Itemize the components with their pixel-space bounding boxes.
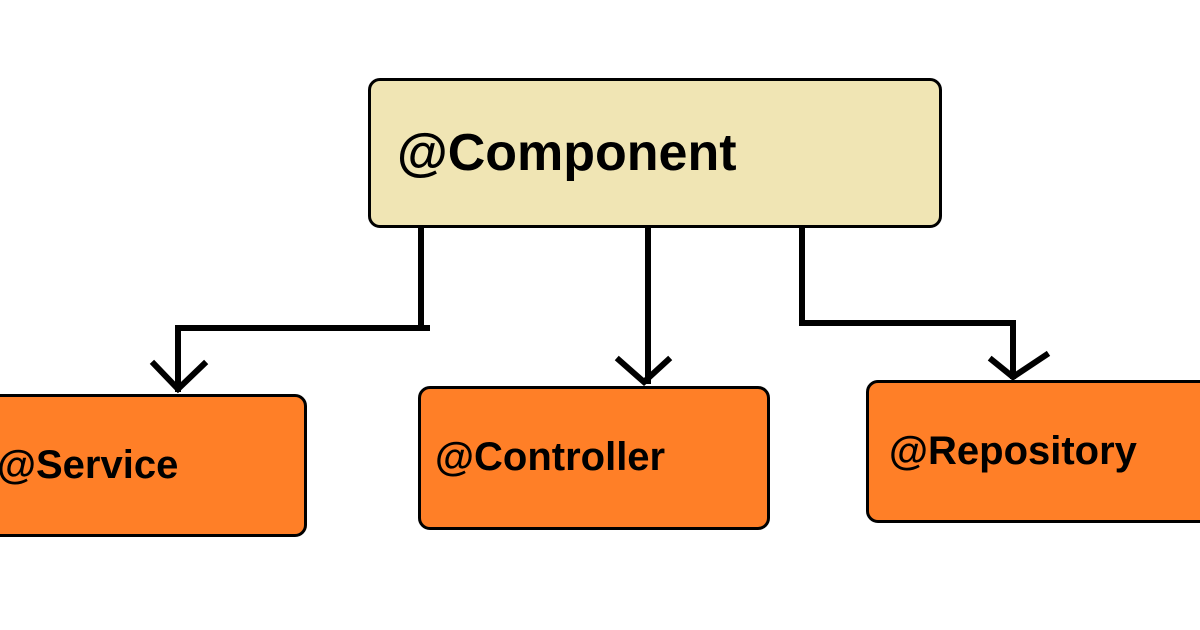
controller-node: @Controller	[418, 386, 770, 530]
repository-label: @Repository	[889, 429, 1137, 473]
repository-node: @Repository	[866, 380, 1200, 523]
edge-component-service	[149, 225, 430, 394]
arrowhead-repository	[987, 350, 1051, 381]
component-node: @Component	[368, 78, 942, 228]
edge-component-repository	[799, 225, 1051, 381]
arrowhead-service	[149, 359, 209, 394]
controller-label: @Controller	[435, 435, 666, 479]
service-label: @Service	[0, 443, 179, 487]
service-node: @Service	[0, 394, 307, 537]
arrowhead-controller	[614, 355, 673, 387]
component-label: @Component	[397, 124, 737, 182]
edge-component-controller	[614, 225, 673, 387]
